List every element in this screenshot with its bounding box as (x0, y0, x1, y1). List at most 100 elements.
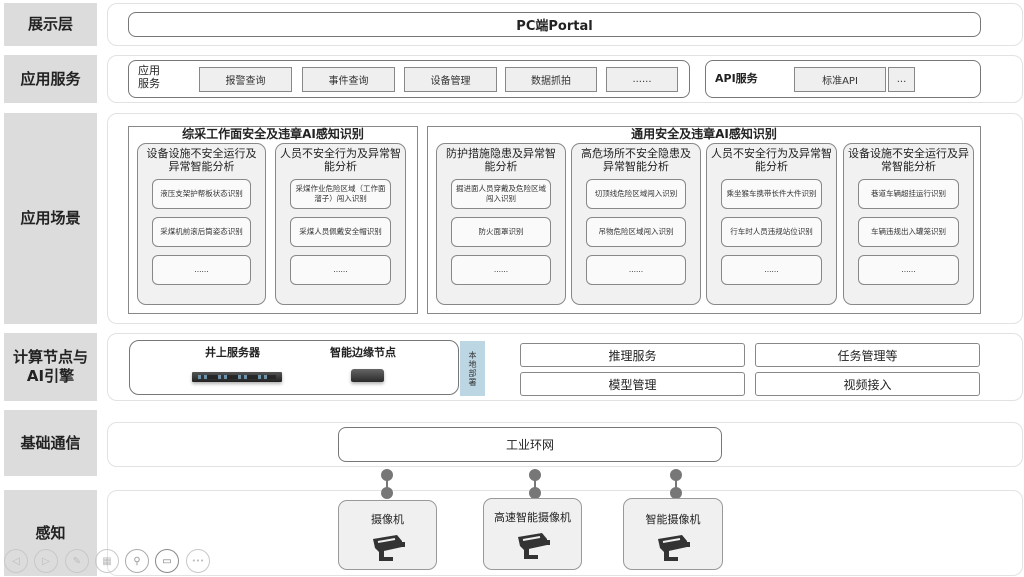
scenario-item[interactable]: 巷道车辆超挂运行识别 (858, 179, 959, 209)
service-alarm-query[interactable]: 报警查询 (199, 67, 292, 92)
portal-box[interactable]: PC端Portal (128, 12, 981, 37)
compute-service-label: 模型管理 (608, 377, 657, 392)
scenario-item-label: 液压支架护帮板状态识别 (160, 189, 243, 198)
scenario-item[interactable]: 吊物危险区域闯入识别 (586, 217, 686, 247)
scenario-item-label: 乘坐猴车携带长件大件识别 (726, 189, 817, 198)
ring-network-label: 工业环网 (505, 438, 554, 452)
category-title: 防护措施隐患及异常智能分析 (446, 147, 556, 173)
service-more[interactable]: ...... (606, 67, 678, 92)
scenario-item[interactable]: ...... (858, 255, 959, 285)
api-services-group-label: API服务 (715, 72, 758, 85)
scenario-item[interactable]: 采煤作业危险区域（工作面溜子）闯入识别 (290, 179, 391, 209)
scenario-item[interactable]: ...... (586, 255, 686, 285)
scenario-item[interactable]: 防火面罩识别 (451, 217, 551, 247)
scenario-item[interactable]: ...... (721, 255, 822, 285)
api-standard[interactable]: 标准API (794, 67, 886, 92)
scenario-item-label: 采煤作业危险区域（工作面溜子）闯入识别 (295, 184, 386, 203)
control-glyph: ✎ (72, 555, 82, 567)
scenario-item[interactable]: 乘坐猴车携带长件大件识别 (721, 179, 822, 209)
scenario-item[interactable]: 掘进面人员穿戴及危险区域闯入识别 (451, 179, 551, 209)
scenario-item-label: ...... (628, 265, 644, 274)
scenario-category: 高危场所不安全隐患及异常智能分析 切顶线危险区域闯入识别 吊物危险区域闯入识别 … (571, 143, 701, 305)
camera-label: 高速智能摄像机 (494, 511, 571, 524)
scenario-item[interactable]: ...... (290, 255, 391, 285)
control-glyph: ▦ (102, 555, 112, 567)
edge-node-label: 智能边缘节点 (330, 346, 396, 359)
scenario-item[interactable]: 液压支架护帮板状态识别 (152, 179, 251, 209)
scenario-item[interactable]: ...... (451, 255, 551, 285)
pen-icon[interactable]: ✎ (65, 549, 89, 573)
scenario-item[interactable]: 行车时人员违规站位识别 (721, 217, 822, 247)
scenario-category: 人员不安全行为及异常智能分析 采煤作业危险区域（工作面溜子）闯入识别 采煤人员佩… (275, 143, 406, 305)
connector-dot (381, 469, 393, 481)
layer-label-network: 基础通信 (4, 410, 97, 476)
inference-service[interactable]: 推理服务 (520, 343, 745, 367)
task-management[interactable]: 任务管理等 (755, 343, 980, 367)
scenario-item[interactable]: 切顶线危险区域闯入识别 (586, 179, 686, 209)
layer-label-text: 感知 (35, 523, 66, 542)
scenario-item[interactable]: 采煤人员佩戴安全帽识别 (290, 217, 391, 247)
service-label: 事件查询 (328, 76, 369, 87)
smart-camera-device[interactable]: 智能摄像机 (623, 498, 723, 570)
model-management[interactable]: 模型管理 (520, 372, 745, 396)
scenario-category: 人员不安全行为及异常智能分析 乘坐猴车携带长件大件识别 行车时人员违规站位识别 … (706, 143, 837, 305)
video-icon[interactable]: ▭ (155, 549, 179, 573)
service-label: 报警查询 (225, 76, 266, 87)
camera-icon (658, 535, 690, 561)
service-device-management[interactable]: 设备管理 (404, 67, 497, 92)
scenario-item-label: 掘进面人员穿戴及危险区域闯入识别 (456, 184, 546, 203)
scenario-item-label: 车辆违规出入罐笼识别 (871, 227, 946, 236)
scenario-item-label: ...... (493, 265, 509, 274)
api-label: 标准API (822, 76, 858, 87)
more-icon[interactable]: ••• (186, 549, 210, 573)
api-more[interactable]: ... (888, 67, 915, 92)
connector-dot (381, 487, 393, 499)
connector-dot (529, 469, 541, 481)
compute-service-label: 任务管理等 (837, 348, 898, 363)
camera-icon (372, 535, 405, 561)
layer-label-app-services: 应用服务 (4, 55, 97, 103)
camera-label: 摄像机 (371, 513, 404, 526)
layer-label-text: 应用场景 (20, 209, 81, 227)
layer-label-presentation: 展示层 (4, 3, 97, 46)
layer-label-text: 计算节点与 AI引擎 (12, 348, 88, 385)
compute-nodes-box: 井上服务器 智能边缘节点 (129, 340, 459, 395)
scenario-item[interactable]: 采煤机前滚后筒姿态识别 (152, 217, 251, 247)
control-glyph: ⚲ (133, 555, 141, 567)
connector-dot (529, 487, 541, 499)
scenario-group-title: 通用安全及违章AI感知识别 (631, 127, 777, 141)
camera-label: 智能摄像机 (645, 513, 701, 526)
high-speed-smart-camera-device[interactable]: 高速智能摄像机 (483, 498, 582, 570)
service-label: 设备管理 (430, 76, 471, 87)
scenario-item-label: 吊物危险区域闯入识别 (598, 227, 674, 236)
category-title: 人员不安全行为及异常智能分析 (711, 147, 832, 173)
camera-device[interactable]: 摄像机 (338, 500, 437, 570)
scenario-item-label: 采煤机前滚后筒姿态识别 (160, 227, 243, 236)
scenario-item[interactable]: 车辆违规出入罐笼识别 (858, 217, 959, 247)
industrial-ring-network[interactable]: 工业环网 (338, 427, 722, 462)
layer-label-text: 应用服务 (20, 69, 81, 88)
scenario-category: 设备设施不安全运行及异常智能分析 液压支架护帮板状态识别 采煤机前滚后筒姿态识别… (137, 143, 266, 305)
scenario-category: 设备设施不安全运行及异常智能分析 巷道车辆超挂运行识别 车辆违规出入罐笼识别 .… (843, 143, 974, 305)
service-event-query[interactable]: 事件查询 (302, 67, 395, 92)
category-title: 设备设施不安全运行及异常智能分析 (848, 147, 969, 173)
scenario-group-title: 综采工作面安全及违章AI感知识别 (182, 127, 364, 141)
video-access[interactable]: 视频接入 (755, 372, 980, 396)
grid-icon[interactable]: ▦ (95, 549, 119, 573)
search-icon[interactable]: ⚲ (125, 549, 149, 573)
scenario-item[interactable]: ...... (152, 255, 251, 285)
scenario-item-label: 行车时人员违规站位识别 (730, 227, 813, 236)
control-glyph: ◁ (12, 555, 20, 567)
edge-box-icon (351, 369, 384, 382)
connector-dot (670, 469, 682, 481)
layer-label-text: 展示层 (27, 15, 73, 33)
scenario-item-label: 切顶线危险区域闯入识别 (594, 189, 678, 198)
local-deploy-tag: 本地部署 (460, 341, 485, 396)
scenario-item-label: ...... (333, 265, 348, 274)
scenario-item-label: 巷道车辆超挂运行识别 (871, 189, 946, 198)
service-data-capture[interactable]: 数据抓拍 (505, 67, 597, 92)
next-icon[interactable]: ▷ (34, 549, 58, 573)
app-services-group-label: 应用 服务 (138, 64, 160, 90)
previous-icon[interactable]: ◁ (4, 549, 28, 573)
category-title: 高危场所不安全隐患及异常智能分析 (581, 147, 691, 173)
